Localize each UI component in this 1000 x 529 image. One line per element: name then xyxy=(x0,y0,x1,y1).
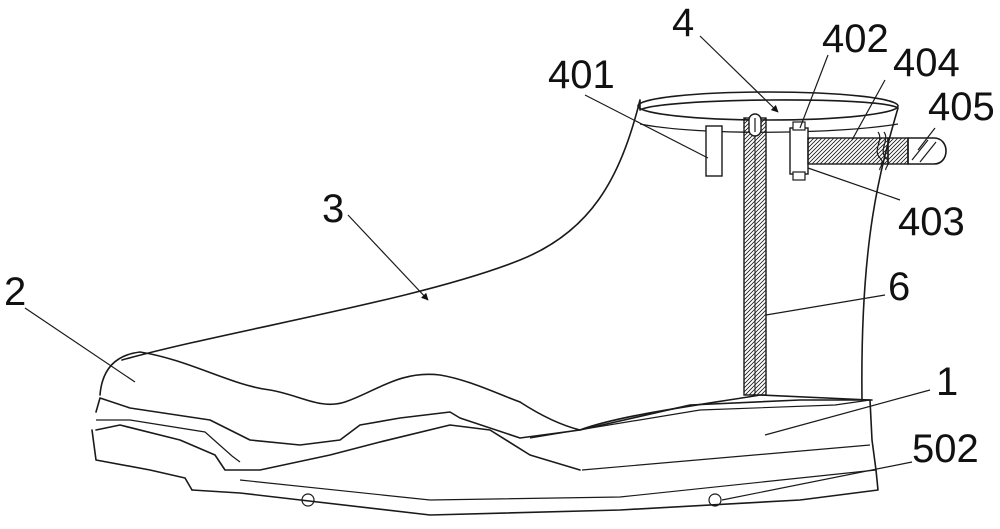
leader-405 xyxy=(917,127,936,151)
strap-tip xyxy=(907,137,947,165)
sole-outline xyxy=(95,397,873,446)
leader-402 xyxy=(799,54,829,129)
upper-outline xyxy=(121,99,899,401)
label-3: 3 xyxy=(322,187,344,231)
label-2: 2 xyxy=(4,270,26,314)
leader-401 xyxy=(584,94,709,159)
collar-band xyxy=(639,123,899,133)
side-panel xyxy=(519,394,871,431)
label-402: 402 xyxy=(822,17,889,61)
buckle-right xyxy=(789,127,809,175)
leader-2 xyxy=(24,307,136,383)
label-6: 6 xyxy=(888,265,910,309)
label-4: 4 xyxy=(672,1,694,45)
strap-tip-hatch xyxy=(911,139,937,163)
leader-6 xyxy=(765,294,886,316)
sole-inner xyxy=(529,399,871,439)
toe-cap xyxy=(99,351,521,406)
collar-opening xyxy=(637,91,899,121)
sole-lower-line xyxy=(239,469,877,501)
label-403: 403 xyxy=(898,200,965,244)
leader-1 xyxy=(764,389,931,436)
buckle-right-bottom xyxy=(792,171,806,181)
label-1: 1 xyxy=(936,360,958,404)
sole-bottom xyxy=(191,399,879,516)
sole-hole-front xyxy=(301,493,315,507)
label-405: 405 xyxy=(928,85,995,129)
sole-front xyxy=(91,429,193,491)
sole-top-edge xyxy=(95,424,581,471)
label-502: 502 xyxy=(912,427,979,471)
sole-hole-rear xyxy=(708,493,722,507)
sole-midline xyxy=(96,419,871,471)
strap-band-left xyxy=(807,137,889,165)
strap-break-2 xyxy=(882,131,889,171)
buckle-left xyxy=(705,125,723,177)
arrow-4 xyxy=(699,35,779,113)
buckle-right-top xyxy=(792,121,806,131)
arrow-3 xyxy=(347,214,429,301)
leader-403 xyxy=(807,167,901,201)
strap-band-right xyxy=(887,137,909,165)
strap-break-1 xyxy=(876,131,883,171)
leader-404 xyxy=(851,79,886,141)
leader-502 xyxy=(721,461,913,501)
label-404: 404 xyxy=(893,41,960,85)
label-401: 401 xyxy=(548,53,615,97)
